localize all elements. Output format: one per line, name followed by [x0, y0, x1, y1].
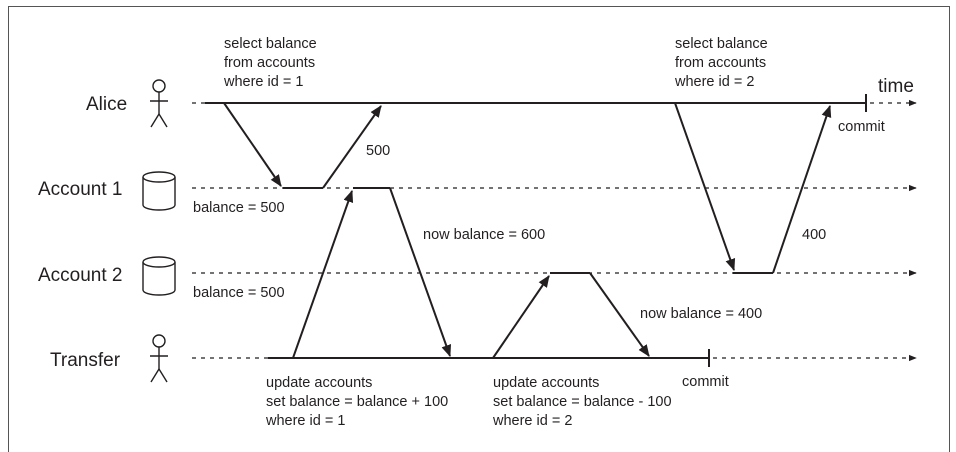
account2-initial-balance: balance = 500: [193, 285, 285, 301]
arrow-account1-ack-transfer: [389, 187, 452, 357]
database-icon: [142, 256, 176, 296]
alice-query2-line3: where id = 2: [674, 74, 754, 90]
transfer-update1-line3: where id = 1: [265, 413, 345, 429]
lane-label-alice: Alice: [86, 94, 127, 115]
alice-query1-line2: from accounts: [224, 55, 315, 71]
transfer-update1-line2: set balance = balance + 100: [266, 394, 448, 410]
account1-new-balance: now balance = 600: [423, 227, 545, 243]
transfer-update2-line2: set balance = balance - 100: [493, 394, 672, 410]
transfer-update2-line1: update accounts: [493, 375, 599, 391]
alice-read2-result: 400: [802, 227, 826, 243]
arrow-alice-query-account1: [223, 102, 282, 187]
alice-query1-line3: where id = 1: [223, 74, 303, 90]
alice-commit-label: commit: [838, 119, 885, 135]
arrow-account2-result-alice: [772, 105, 832, 274]
alice-query2-line1: select balance: [675, 36, 768, 52]
transfer-update1-line1: update accounts: [266, 375, 372, 391]
lane-label-account1: Account 1: [38, 179, 123, 200]
arrow-alice-query-account2: [674, 102, 736, 271]
figure-border: [8, 6, 950, 452]
alice-query1-line1: select balance: [224, 36, 317, 52]
account2-new-balance: now balance = 400: [640, 306, 762, 322]
lane-label-account2: Account 2: [38, 265, 123, 286]
lane-label-transfer: Transfer: [50, 350, 121, 371]
time-axis-label: time: [878, 76, 914, 97]
arrow-transfer-update-account2: [492, 275, 550, 359]
alice-query2-line2: from accounts: [675, 55, 766, 71]
person-icon: [150, 334, 168, 383]
arrow-transfer-update-account1: [292, 190, 354, 359]
database-icon: [142, 171, 176, 211]
alice-read1-result: 500: [366, 143, 390, 159]
transfer-commit-label: commit: [682, 374, 729, 390]
person-icon: [150, 79, 168, 128]
arrow-account2-ack-transfer: [589, 272, 650, 357]
account1-initial-balance: balance = 500: [193, 200, 285, 216]
arrow-account1-result-alice: [322, 105, 382, 189]
transfer-update2-line3: where id = 2: [492, 413, 572, 429]
